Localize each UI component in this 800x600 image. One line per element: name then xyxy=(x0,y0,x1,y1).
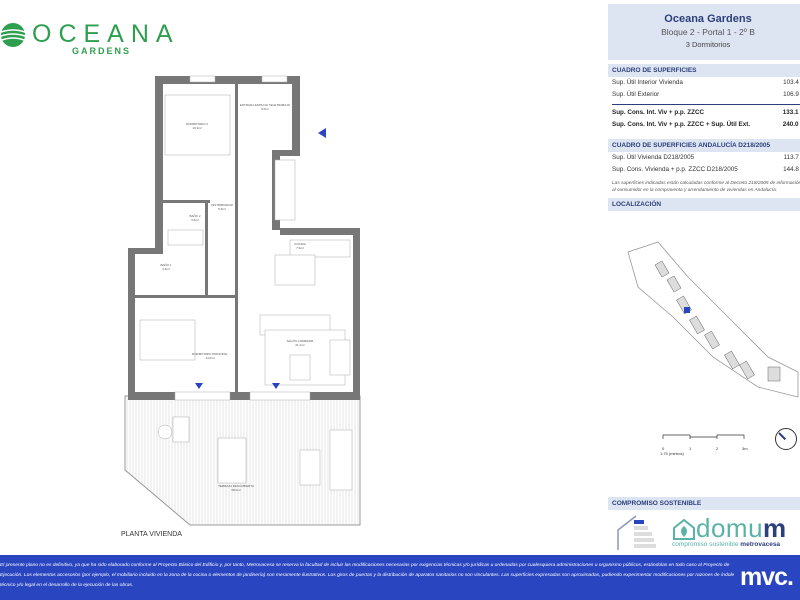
unit-marker xyxy=(684,307,690,313)
bedrooms: 3 Dormitorios xyxy=(685,40,731,49)
footer-disclaimer: El presente plano no es definitivo, ya q… xyxy=(0,555,800,600)
north-compass-icon xyxy=(775,428,797,450)
svg-text:DORMITORIO 210.3m²: DORMITORIO 210.3m² xyxy=(186,122,208,130)
oceana-gardens-logo: OCEANA GARDENS xyxy=(0,18,173,58)
location-map xyxy=(627,241,799,398)
area-row: Sup. Cons. Vivienda + p.p. ZZCC D218/200… xyxy=(612,166,800,173)
energy-house-icon xyxy=(617,515,656,550)
plan-label: PLANTA VIVIENDA xyxy=(121,531,182,538)
scale-bar: 0 1 2 3m 1:75 (metros) xyxy=(660,428,760,456)
logo-text: OCEANA xyxy=(32,20,180,48)
section-andalucia: CUADRO DE SUPERFICIES ANDALUCÍA D218/200… xyxy=(608,139,800,152)
divider xyxy=(612,104,800,105)
section-localizacion: LOCALIZACIÓN xyxy=(608,198,800,211)
header-box: Oceana Gardens Bloque 2 - Portal 1 - 2º … xyxy=(608,4,800,60)
domum-logo: domum compromiso sostenible metrovacesa xyxy=(672,513,787,548)
section-sostenible: COMPROMISO SOSTENIBLE xyxy=(608,497,800,510)
svg-text:BAÑO 14.3m²: BAÑO 14.3m² xyxy=(160,262,171,271)
wave-logo-icon xyxy=(0,23,26,47)
legal-note: Las superficies indicadas están calculad… xyxy=(612,181,800,193)
section-superficies: CUADRO DE SUPERFICIES xyxy=(608,64,800,77)
svg-text:BAÑO 23.5m²: BAÑO 23.5m² xyxy=(189,213,200,222)
disclaimer-text: El presente plano no es definitivo, ya q… xyxy=(0,563,735,588)
total-row: Sup. Cons. Int. Viv + p.p. ZZCC + Sup. Ú… xyxy=(612,121,800,128)
project-title: Oceana Gardens xyxy=(664,13,752,25)
logo-subtext: GARDENS xyxy=(72,46,132,56)
leaf-house-icon xyxy=(673,518,695,540)
info-panel: Oceana Gardens Bloque 2 - Portal 1 - 2º … xyxy=(608,4,800,211)
mvc-logo: mvc. xyxy=(740,563,794,591)
scale-label: 1:75 (metros) xyxy=(660,451,684,456)
unit-subtitle: Bloque 2 - Portal 1 - 2º B xyxy=(661,27,755,37)
